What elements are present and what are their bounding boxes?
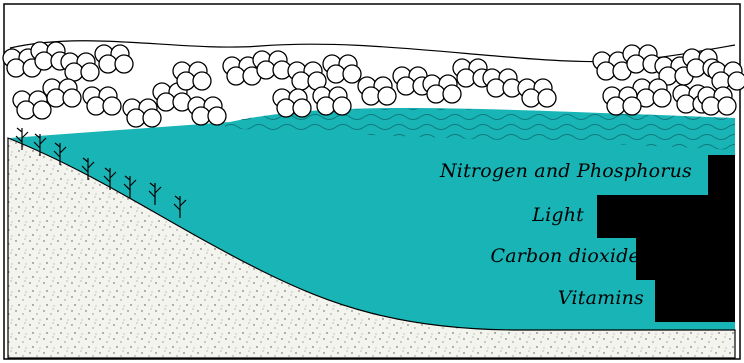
tree-canopy-icon	[95, 45, 133, 73]
tree-canopy-icon	[708, 62, 744, 90]
tree-canopy-icon	[123, 99, 161, 127]
tree-canopy-icon	[83, 87, 121, 115]
tree-canopy-icon	[288, 62, 326, 90]
tree-canopy-icon	[313, 87, 351, 115]
tree-canopy-icon	[423, 75, 461, 103]
label-light: Light	[532, 204, 584, 226]
tree-canopy-icon	[43, 79, 81, 107]
tree-canopy-icon	[518, 79, 556, 107]
tree-canopy-icon	[188, 97, 226, 125]
tree-canopy-icon	[13, 91, 51, 119]
tree-canopy-icon	[253, 51, 291, 79]
tree-canopy-icon	[603, 87, 641, 115]
label-vitamins: Vitamins	[558, 287, 644, 309]
label-nitrogen-phosphorus: Nitrogen and Phosphorus	[440, 160, 692, 182]
tree-canopy-icon	[698, 87, 736, 115]
label-carbon-dioxide: Carbon dioxide	[490, 245, 640, 267]
tree-canopy-icon	[273, 89, 311, 117]
tree-canopy-icon	[173, 62, 211, 90]
tree-canopy-icon	[358, 77, 396, 105]
tree-canopy-icon	[61, 53, 99, 81]
tree-canopy-icon	[323, 55, 361, 83]
tree-canopy-icon	[483, 69, 521, 97]
